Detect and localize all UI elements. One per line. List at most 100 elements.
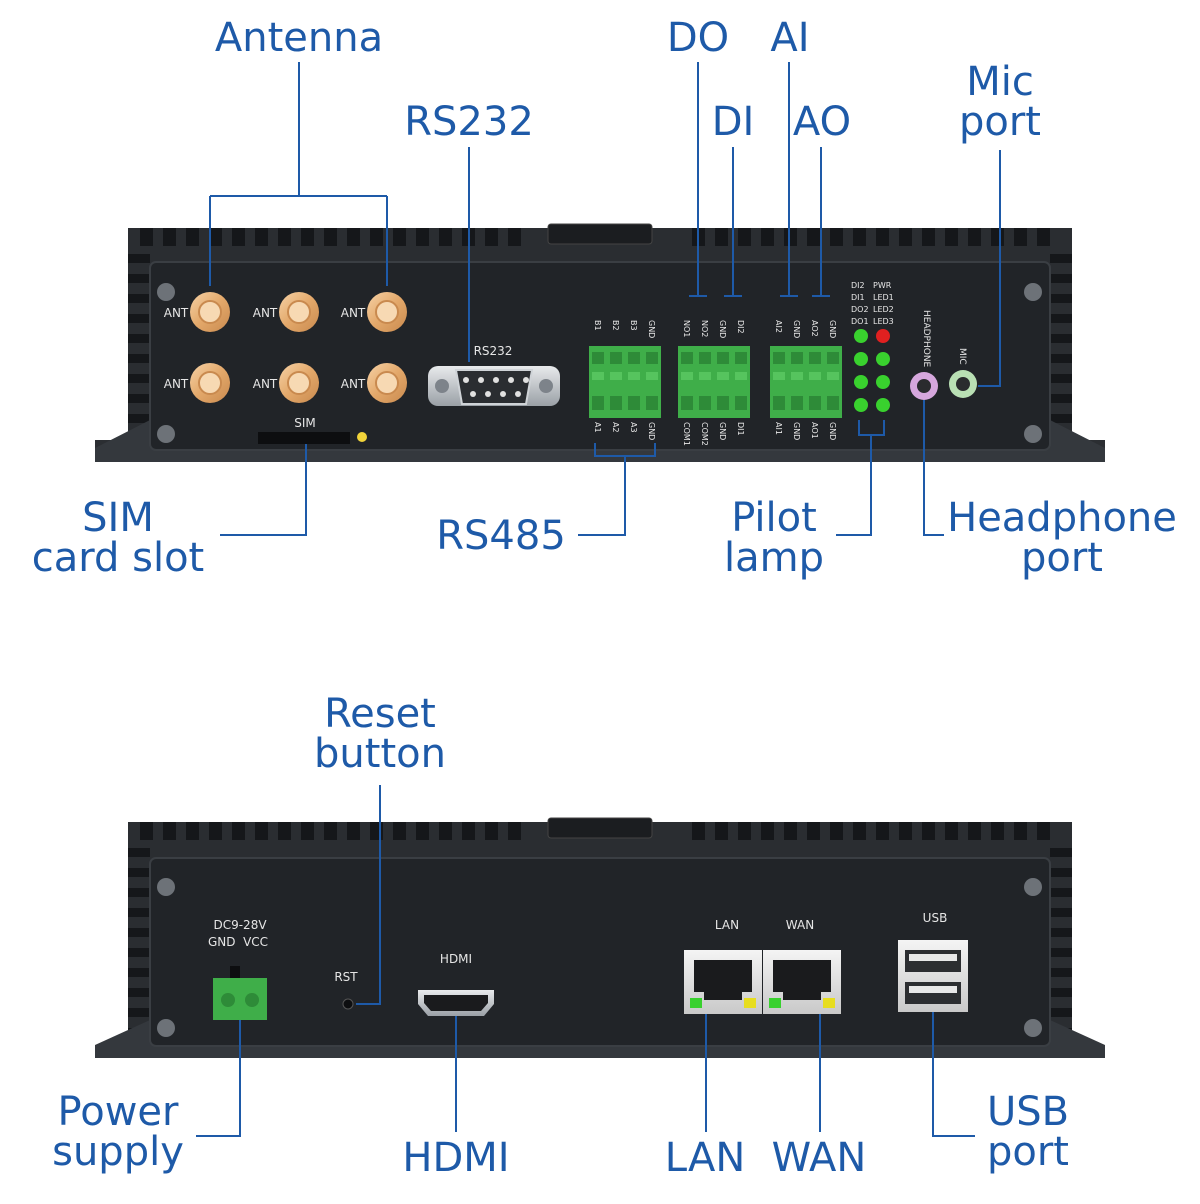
sim-indicator bbox=[357, 432, 367, 442]
screw bbox=[1024, 425, 1042, 443]
usb-leader bbox=[932, 1012, 975, 1137]
fin-gap bbox=[1037, 228, 1050, 246]
terminal-wire-slot bbox=[610, 396, 622, 410]
terminal-pin-label: DI1 bbox=[736, 422, 745, 436]
fin-gap bbox=[163, 822, 176, 840]
side-fin bbox=[128, 888, 150, 897]
rs485-callout: RS485 bbox=[426, 516, 576, 556]
led-label: DI1 bbox=[851, 293, 865, 302]
led-label: LED2 bbox=[873, 305, 894, 314]
wan-port[interactable]: WAN bbox=[763, 918, 841, 1014]
bottom-screws bbox=[157, 878, 1042, 1037]
mic-jack-hole bbox=[956, 377, 970, 391]
mic-port-callout: Mic port bbox=[940, 62, 1060, 142]
mic-jack[interactable]: MIC bbox=[949, 348, 977, 398]
lan-callout-text: LAN bbox=[664, 1135, 746, 1181]
fin-gap bbox=[508, 228, 521, 246]
terminal-screw bbox=[827, 352, 839, 364]
antenna-connector: ANT bbox=[253, 292, 319, 332]
antenna-pin bbox=[375, 300, 399, 324]
power-leader bbox=[196, 1020, 241, 1137]
headphone-callout-line2: port bbox=[1021, 535, 1103, 581]
side-fin bbox=[128, 374, 150, 383]
mic-port-callout-line2: port bbox=[959, 99, 1041, 145]
usb-port-callout-line2: port bbox=[987, 1129, 1069, 1175]
rs485-leader bbox=[578, 443, 656, 536]
ant-label: ANT bbox=[341, 306, 366, 320]
lan-port[interactable]: LAN bbox=[684, 918, 762, 1014]
reset-callout: Reset button bbox=[300, 694, 460, 774]
lan-activity-led bbox=[744, 998, 756, 1008]
terminal-divider bbox=[699, 372, 711, 380]
sim-callout-line1: SIM bbox=[82, 495, 154, 541]
fin-gap bbox=[393, 822, 406, 840]
terminal-screw bbox=[628, 352, 640, 364]
fin-gap bbox=[347, 822, 360, 840]
led-indicator bbox=[876, 398, 890, 412]
ai-leader bbox=[780, 62, 798, 297]
usb-ports[interactable]: USB bbox=[898, 911, 968, 1012]
side-fin bbox=[1050, 354, 1072, 363]
side-fin bbox=[128, 334, 150, 343]
power-connector[interactable]: DC9-28V GND VCC bbox=[208, 918, 268, 1020]
side-fin bbox=[1050, 334, 1072, 343]
rs232-port[interactable]: RS232 bbox=[428, 344, 560, 406]
db9-pin bbox=[523, 377, 529, 383]
fin-gap bbox=[393, 228, 406, 246]
side-fin bbox=[1050, 394, 1072, 403]
side-fin bbox=[1050, 948, 1072, 957]
fin-gap bbox=[922, 228, 935, 246]
reset-button[interactable]: RST bbox=[334, 970, 358, 1010]
hdmi-port-label: HDMI bbox=[440, 952, 472, 966]
antenna-connector: ANT bbox=[253, 363, 319, 403]
side-fin bbox=[1050, 848, 1072, 857]
headphone-jack[interactable]: HEADPHONE bbox=[910, 310, 938, 400]
terminal-screw bbox=[646, 352, 658, 364]
terminal-screw bbox=[592, 352, 604, 364]
terminal-divider bbox=[717, 372, 729, 380]
sim-callout: SIM card slot bbox=[20, 498, 216, 578]
di-leader bbox=[724, 147, 742, 297]
sim-slot[interactable]: SIM bbox=[258, 416, 367, 444]
led-label: PWR bbox=[873, 281, 892, 290]
wan-port-opening bbox=[773, 960, 831, 1000]
side-fin bbox=[128, 274, 150, 283]
fin-gap bbox=[370, 228, 383, 246]
antenna-connector: ANT bbox=[341, 363, 407, 403]
fin-gap bbox=[692, 822, 705, 840]
db9-pin bbox=[493, 377, 499, 383]
di-callout-text: DI bbox=[711, 99, 755, 145]
terminal-pin-label: B1 bbox=[593, 320, 602, 331]
terminal-wire-slot bbox=[809, 396, 821, 410]
fin-gap bbox=[761, 228, 774, 246]
fin-gap bbox=[715, 822, 728, 840]
led-indicator bbox=[876, 352, 890, 366]
rs232-callout-text: RS232 bbox=[404, 99, 534, 145]
db9-pin bbox=[463, 377, 469, 383]
terminal-divider bbox=[809, 372, 821, 380]
fin-gap bbox=[922, 822, 935, 840]
fin-gap bbox=[853, 228, 866, 246]
fin-gap bbox=[968, 822, 981, 840]
lan-port-label: LAN bbox=[715, 918, 739, 932]
side-fin bbox=[128, 394, 150, 403]
fin-gap bbox=[324, 228, 337, 246]
terminal-screw bbox=[610, 352, 622, 364]
rs232-screw-right bbox=[539, 379, 553, 393]
terminal-wire-slot bbox=[735, 396, 747, 410]
pilot-lamp-callout-line2: lamp bbox=[724, 535, 824, 581]
fin-gap bbox=[186, 228, 199, 246]
fin-gap bbox=[232, 228, 245, 246]
headphone-jack-hole bbox=[917, 379, 931, 393]
power-terminal-screw bbox=[221, 993, 235, 1007]
side-fin bbox=[1050, 908, 1072, 917]
fin-gap bbox=[991, 228, 1004, 246]
side-fin bbox=[1050, 968, 1072, 977]
terminal-pin-label: COM1 bbox=[682, 422, 691, 446]
led-indicator bbox=[854, 398, 868, 412]
hdmi-port[interactable]: HDMI bbox=[418, 952, 494, 1016]
terminal-screw bbox=[681, 352, 693, 364]
